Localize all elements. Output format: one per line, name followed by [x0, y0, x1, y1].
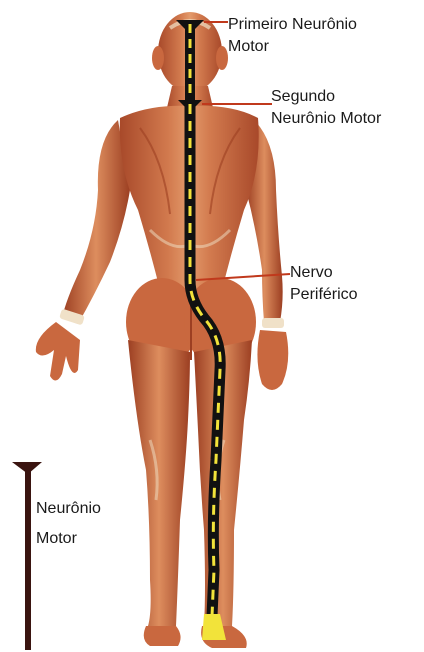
- label-nervo-periferico: Nervo Periférico: [290, 262, 358, 306]
- left-arm: [36, 120, 130, 381]
- label-neuronio-motor-legend: Neurônio Motor: [36, 494, 101, 554]
- neuron-legend-bar-icon: [12, 462, 42, 650]
- label-primeiro-neuronio-motor: Primeiro Neurônio Motor: [228, 14, 357, 58]
- left-leg: [128, 340, 190, 646]
- label-segundo-neuronio-motor: Segundo Neurônio Motor: [271, 86, 381, 130]
